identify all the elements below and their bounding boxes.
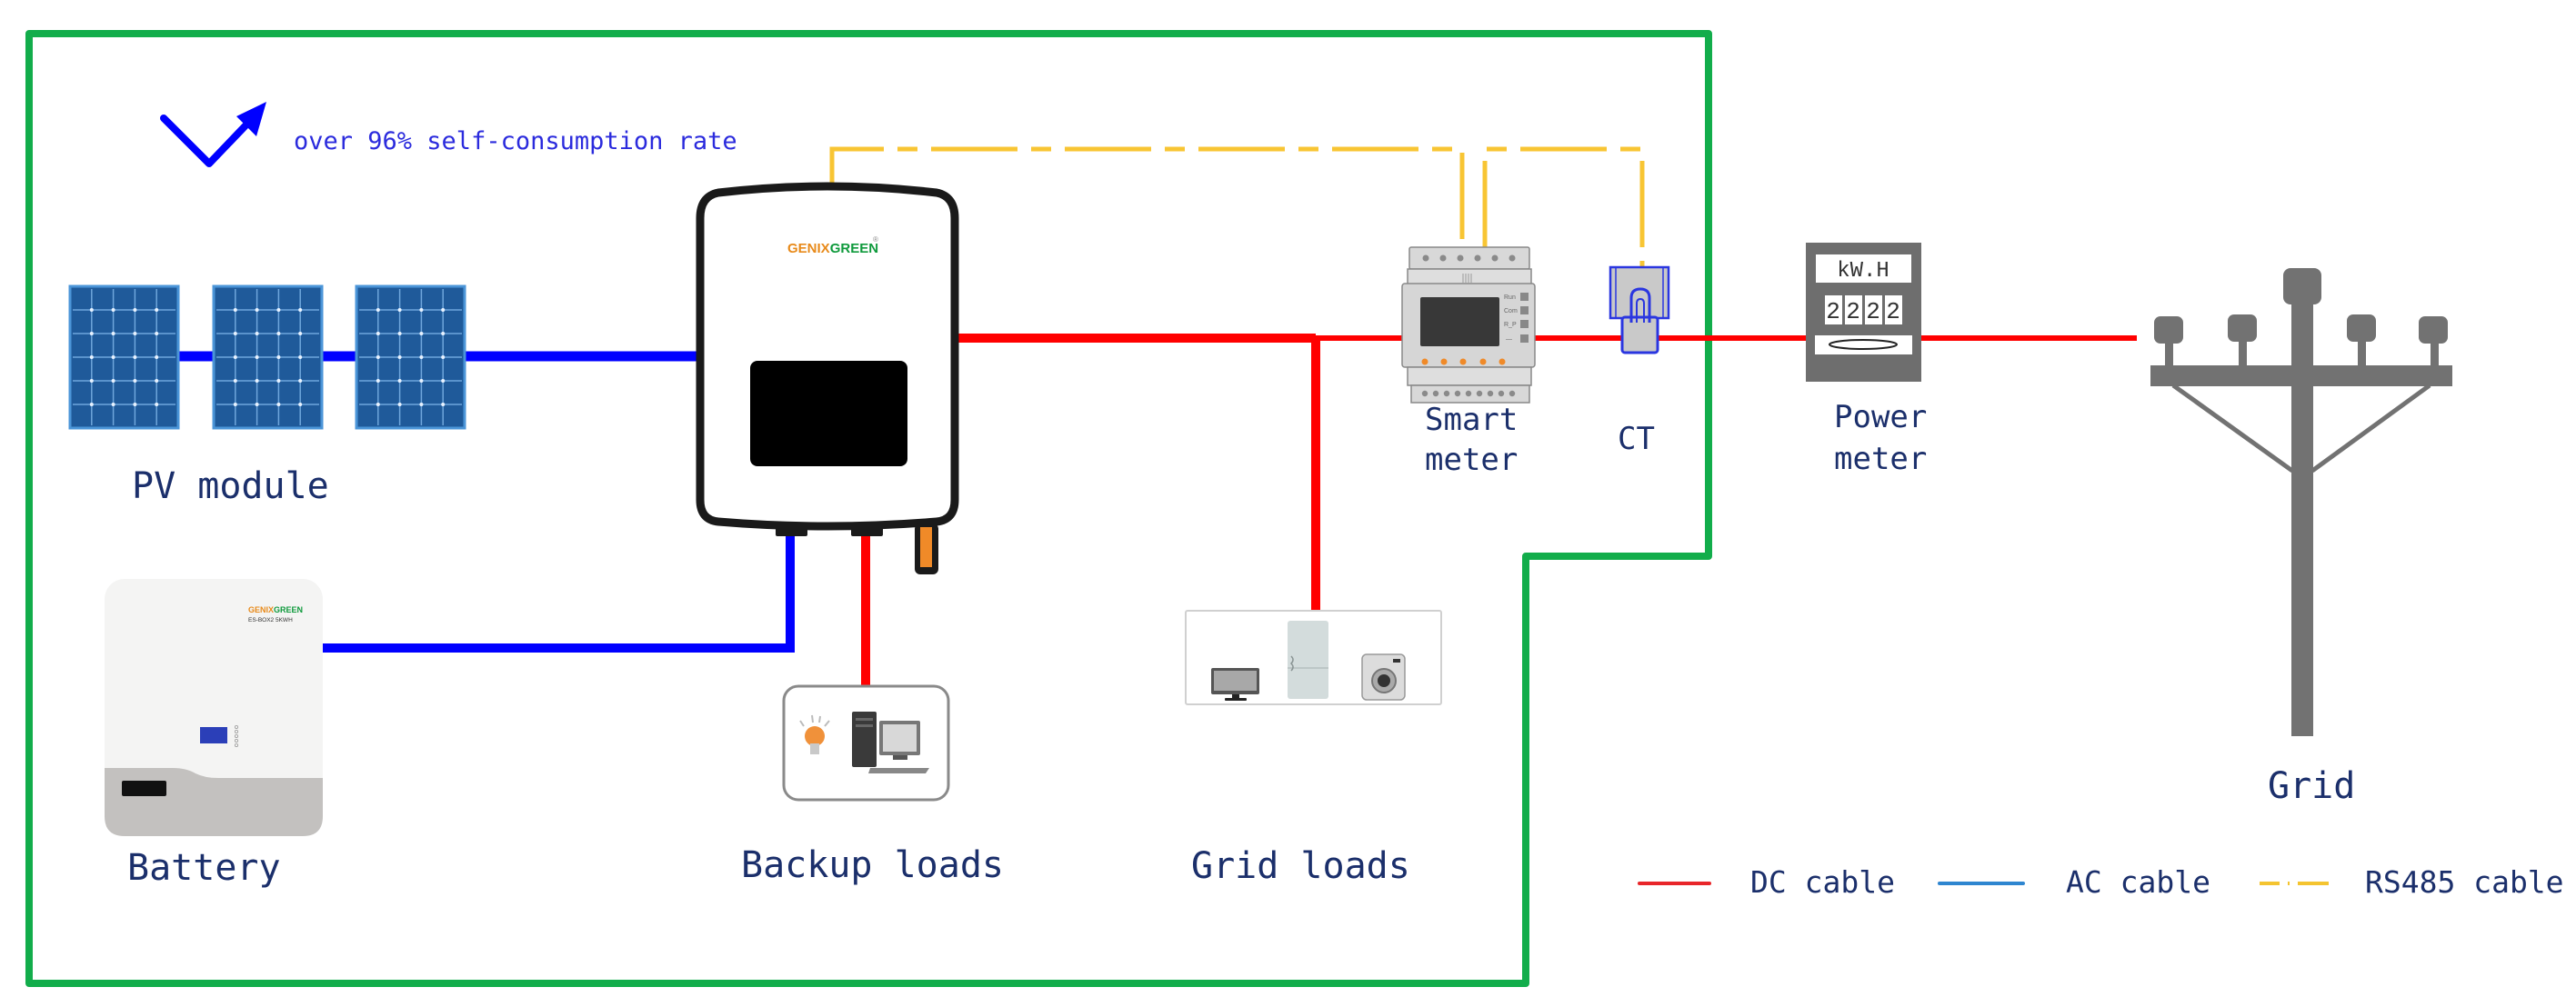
svg-text:Com: Com (1504, 308, 1518, 314)
ct-label: CT (1618, 421, 1655, 457)
legend-item-dc: DC cable (1638, 864, 1895, 900)
smart-meter-label-2: meter (1425, 442, 1518, 478)
utility-pole-icon: Grid (2150, 268, 2452, 807)
smart-meter-screen (1420, 297, 1499, 346)
inverter-port-ac (776, 525, 807, 536)
pv-module-label: PV module (132, 465, 329, 507)
ac-cable-battery (323, 536, 795, 653)
svg-text:2: 2 (1886, 298, 1900, 325)
legend-item-ac: AC cable (1938, 864, 2210, 900)
power-meter-unit: kW.H (1837, 259, 1889, 284)
rs485-cable (829, 146, 1645, 266)
backup-loads-label: Backup loads (741, 844, 1004, 886)
system-boundary (25, 30, 1712, 987)
smart-meter-buttons: Run Com R_P — (1504, 293, 1529, 343)
power-meter-label-2: meter (1834, 441, 1927, 477)
current-transformer: CT (1609, 265, 1670, 457)
svg-text:Run: Run (1504, 294, 1516, 301)
grid-loads: Grid loads (1185, 610, 1442, 887)
inverter: GENIXGREEN ® (696, 182, 959, 574)
battery: GENIXGREEN ES-BOX2 5KWH Battery (105, 579, 323, 889)
inverter-port-dc (851, 525, 883, 536)
inverter-screen (750, 361, 907, 466)
headline-text: over 96% self-consumption rate (294, 127, 737, 155)
svg-text:DC cable: DC cable (1750, 864, 1895, 900)
svg-text:RS485 cable: RS485 cable (2365, 864, 2564, 900)
smart-meter: Run Com R_P — Smart meter (1401, 246, 1536, 478)
solar-panel-icon (355, 284, 466, 430)
backup-loads: Backup loads (741, 684, 1004, 886)
power-meter-label-1: Power (1834, 399, 1927, 435)
dc-cable-grid (957, 334, 2137, 611)
solar-panel-icon (212, 284, 324, 430)
grid-label: Grid (2268, 765, 2355, 807)
washing-machine-icon (1361, 653, 1406, 701)
smart-meter-label-1: Smart (1425, 402, 1518, 438)
power-meter-digits: 2 2 2 2 (1825, 295, 1902, 325)
light-bulb-icon (799, 714, 830, 754)
svg-text:—: — (1506, 336, 1512, 343)
legend-item-rs485: RS485 cable (2260, 864, 2564, 900)
svg-text:R_P: R_P (1504, 322, 1517, 328)
fridge-icon (1288, 621, 1328, 699)
tv-icon (1211, 668, 1259, 701)
legend: DC cable AC cable RS485 cable (1638, 864, 2564, 900)
svg-text:AC cable: AC cable (2066, 864, 2210, 900)
svg-text:ES-BOX2 5KWH: ES-BOX2 5KWH (248, 617, 293, 623)
trend-up-check-icon (160, 102, 266, 167)
pv-module: PV module (68, 284, 466, 507)
svg-text:2: 2 (1846, 298, 1860, 325)
svg-text:2: 2 (1826, 298, 1840, 325)
power-meter: kW.H 2 2 2 2 Power meter (1806, 243, 1927, 477)
grid-loads-label: Grid loads (1191, 845, 1410, 887)
battery-display (200, 727, 227, 743)
battery-panel (122, 781, 166, 796)
computer-icon (852, 712, 929, 773)
battery-label: Battery (127, 847, 281, 889)
svg-text:®: ® (873, 235, 878, 244)
inverter-brand: GENIXGREEN (787, 241, 878, 256)
solar-panel-icon (68, 284, 180, 430)
svg-text:2: 2 (1866, 298, 1880, 325)
battery-brand: GENIXGREEN (248, 605, 303, 614)
